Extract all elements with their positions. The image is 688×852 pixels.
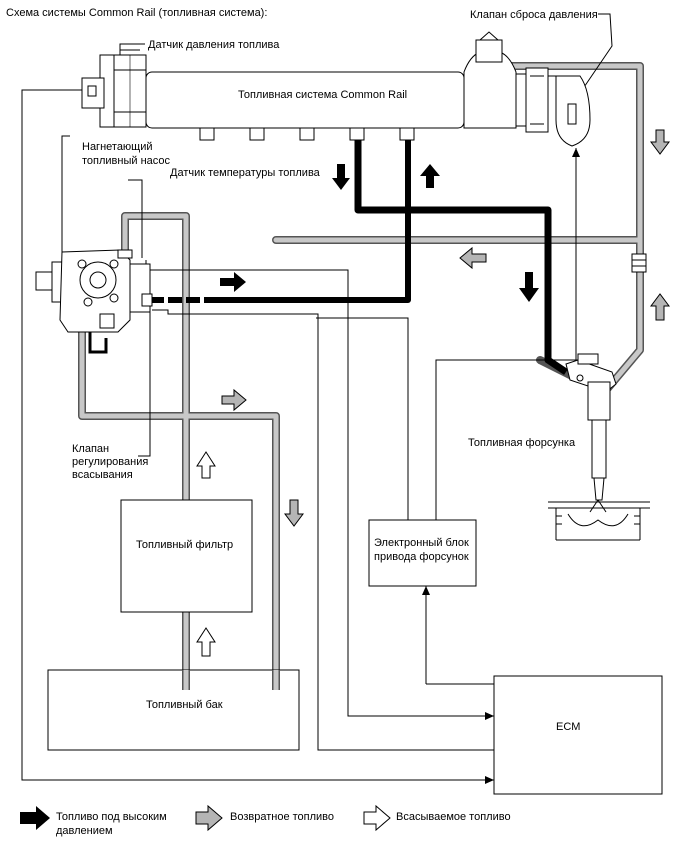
label-suction-valve-3: всасывания [72,469,133,481]
ret-arrow-down-1 [650,129,670,155]
piston-chamber [548,499,650,541]
suction-arrows [196,451,391,832]
hp-arrow-down-1 [332,164,350,190]
fuel-filter-box [120,499,253,613]
label-suction-valve-2: регулирования [72,456,148,468]
label-common-rail: Топливная система Common Rail [238,89,407,101]
supply-pump [35,249,153,354]
legend-high-pressure-1: Топливо под высоким [56,811,167,823]
label-suction-valve-1: Клапан [72,443,109,455]
hp-arrow-down-2 [519,272,539,302]
boxes [47,499,663,795]
return-arrows [195,129,670,832]
wiring-arrowheads [422,148,580,784]
label-pressure-relief-valve: Клапан сброса давления [470,9,598,21]
legend-high-pressure-2: давлением [56,825,113,837]
label-supply-pump-2: топливный насос [82,155,171,167]
label-edu-1: Электронный блок [374,537,469,549]
label-ecm: ECM [556,721,580,733]
legend-hp-arrow [20,806,50,830]
hp-arrow-up-1 [420,164,440,188]
fuel-tank-box [47,669,300,751]
diagram-title: Схема системы Common Rail (топливная сис… [6,7,267,19]
label-fuel-pressure-sensor: Датчик давления топлива [148,39,280,51]
label-fuel-filter: Топливный фильтр [136,539,233,551]
hp-arrow-right-1 [220,272,246,292]
legend-return-arrow [195,804,223,832]
label-injector: Топливная форсунка [468,437,576,449]
ret-arrow-right-1 [221,388,247,412]
suc-arrow-up-2 [196,627,216,657]
pipes-high-pressure [150,130,568,375]
suc-arrow-up-1 [196,451,216,479]
label-edu-2: привода форсунок [374,551,469,563]
label-fuel-tank: Топливный бак [146,699,223,711]
legend-suction-arrow [363,804,391,832]
high-pressure-arrows [20,164,539,830]
fuel-injector [565,353,617,501]
fuel-temp-sensor [631,253,647,273]
common-rail [81,31,517,141]
legend-return: Возвратное топливо [230,811,334,823]
ret-arrow-down-2 [284,499,304,527]
label-supply-pump-1: Нагнетающий [82,141,153,153]
label-fuel-temp-sensor: Датчик температуры топлива [170,167,321,179]
wiring [21,13,613,781]
ret-arrow-up-1 [650,293,670,321]
pressure-relief-valve [515,67,591,147]
ret-arrow-left-1 [459,246,487,270]
edu-box [368,519,477,587]
legend-suction: Всасываемое топливо [396,811,511,823]
ecm-box [493,675,663,795]
